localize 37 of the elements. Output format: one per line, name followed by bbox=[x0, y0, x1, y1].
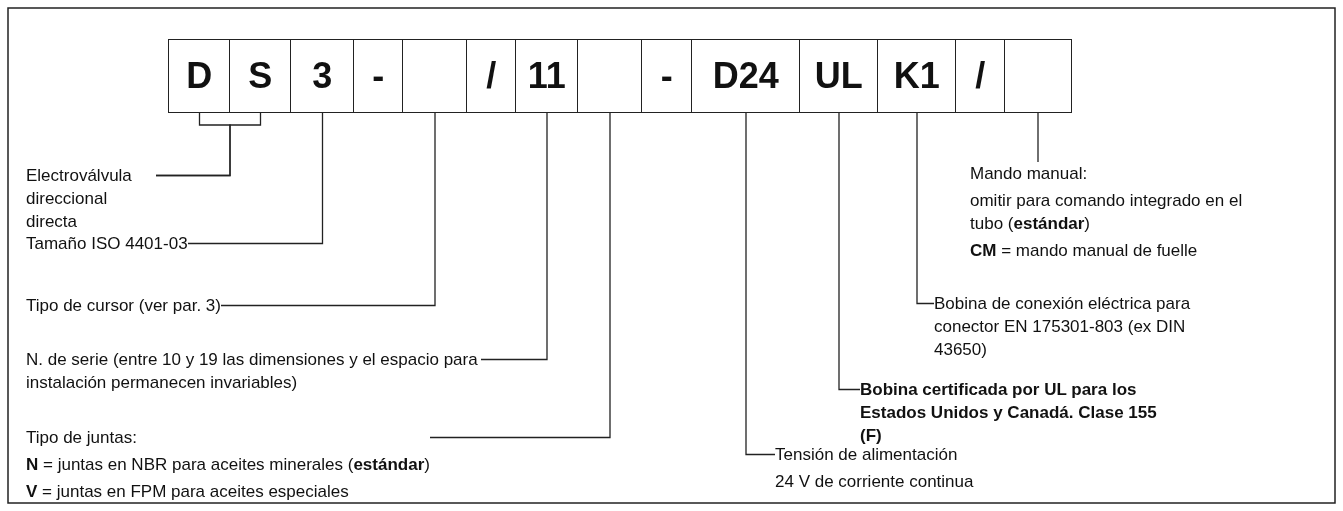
code-segment: - bbox=[641, 39, 693, 113]
code-segment: - bbox=[353, 39, 404, 113]
callout-text: N. de serie (entre 10 y 19 las dimensiones y el espacio para instalación permanecen invariables) bbox=[26, 348, 481, 394]
callout-text: Bobina de conexión eléctrica para conector EN 175301-803 (ex DIN 43650) bbox=[934, 292, 1194, 361]
callout-text: 24 V de corriente continua bbox=[775, 471, 974, 493]
leader-line bbox=[429, 112, 611, 439]
callout-text: V = juntas en FPM para aceites especiales bbox=[26, 481, 350, 503]
leader-line bbox=[916, 112, 935, 305]
empty-code-segment bbox=[1004, 39, 1072, 113]
code-segment: D24 bbox=[691, 39, 801, 113]
callout-text: Electroválvula direccional directa bbox=[26, 164, 156, 233]
leader-line bbox=[187, 112, 324, 245]
leader-line bbox=[838, 112, 861, 391]
code-segment: D bbox=[168, 39, 231, 113]
callout-text: omitir para comando integrado en el tubo (estándar) bbox=[970, 190, 1244, 235]
code-segment: UL bbox=[799, 39, 879, 113]
code-segment: / bbox=[466, 39, 517, 113]
code-segment: K1 bbox=[877, 39, 957, 113]
code-segment: / bbox=[955, 39, 1006, 113]
leader-line bbox=[155, 112, 262, 177]
leader-line bbox=[220, 112, 436, 307]
code-segment: S bbox=[229, 39, 292, 113]
code-segment: 3 bbox=[290, 39, 355, 113]
callout-text: CM = mando manual de fuelle bbox=[970, 240, 1199, 262]
callout-text: N = juntas en NBR para aceites minerales (estándar) bbox=[26, 454, 430, 476]
empty-code-segment bbox=[402, 39, 468, 113]
callout-heading: Tensión de alimentación bbox=[775, 444, 959, 466]
leader-line bbox=[1037, 112, 1039, 163]
callout-text: Tipo de cursor (ver par. 3) bbox=[26, 294, 221, 317]
empty-code-segment bbox=[577, 39, 643, 113]
callout-heading: Tipo de juntas: bbox=[26, 427, 138, 449]
leader-line bbox=[480, 112, 548, 361]
callout-text: Tamaño ISO 4401-03 bbox=[26, 232, 188, 255]
leader-line bbox=[745, 112, 776, 456]
callout-heading: Mando manual: bbox=[970, 163, 1089, 185]
callout-text: Bobina certificada por UL para los Estados Unidos y Canadá. Clase 155 (F) bbox=[860, 378, 1160, 447]
code-segment: 11 bbox=[515, 39, 579, 113]
